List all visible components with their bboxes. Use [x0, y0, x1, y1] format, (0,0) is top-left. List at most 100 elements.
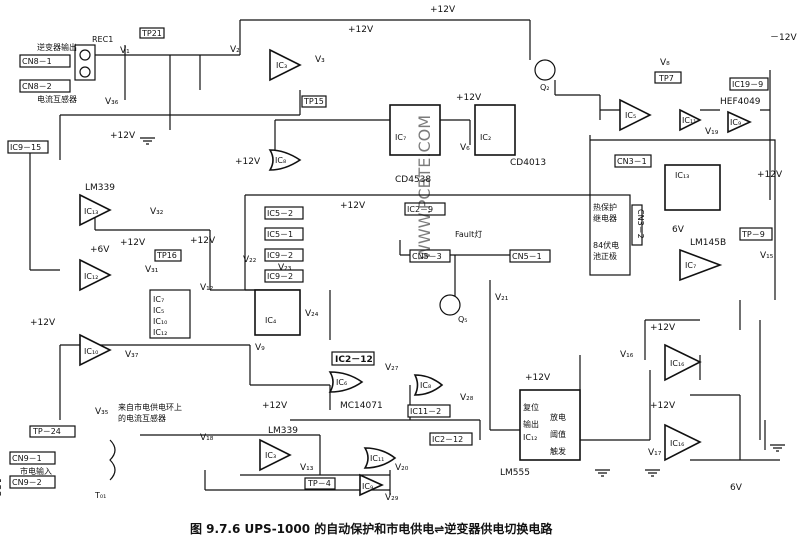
- cn8-2-label: CN8－2: [22, 82, 52, 91]
- ic11-2-label: IC11－2: [410, 407, 441, 416]
- node-v6: V₆: [460, 143, 470, 153]
- ic11-or-gate: IC₁₁ V₂₀: [363, 447, 409, 473]
- ic3-lm339-bottom: IC₃ LM339 V₁₈ V₁₃ +12V: [200, 401, 314, 473]
- supply-m12: －12V: [770, 33, 797, 43]
- svg-text:IC₉: IC₉: [730, 118, 741, 127]
- ic12-lm555: 复位 输出 IC₁₂ 放电 阈值 触发 LM555 +12V: [500, 373, 581, 478]
- svg-text:IC₁₁: IC₁₁: [682, 116, 696, 125]
- svg-text:IC₃: IC₃: [265, 451, 276, 460]
- supply-p12-555: +12V: [525, 373, 551, 383]
- tp9-label: TP－9: [741, 230, 765, 239]
- hef4049-label: HEF4049: [720, 97, 761, 107]
- ic8-gate: IC₈ +12V: [235, 149, 302, 171]
- node-v2: V₂: [230, 45, 240, 55]
- cd4538-label: CD4538: [395, 175, 431, 185]
- overheat-relay-box: 热保护 继电器 84伏电 池正极: [589, 194, 631, 276]
- node-v3: V₃: [315, 55, 325, 65]
- supply-m6: +12V: [30, 318, 56, 328]
- svg-text:IC₁₀: IC₁₀: [153, 317, 167, 326]
- node-v8: V₈: [660, 58, 670, 68]
- ground-symbols: [140, 137, 785, 477]
- cn8-1-label: CN8－1: [22, 57, 52, 66]
- supply-p12-ic16a: +12V: [650, 323, 676, 333]
- tp7-label: TP7: [658, 74, 674, 83]
- ic-list-box: IC₇ IC₅ IC₁₀ IC₁₂: [149, 289, 191, 339]
- ic11-inverter: IC₁₁: [679, 108, 702, 132]
- node-v12: V₁₂: [200, 283, 214, 293]
- ic5-comparator: IC₅: [619, 98, 652, 132]
- node-v24: V₂₄: [305, 309, 319, 319]
- ic13-optocoupler: IC₁₃: [664, 164, 721, 211]
- ic7-cd4538: IC₇ CD4538: [389, 104, 441, 185]
- svg-text:IC₈: IC₈: [420, 381, 431, 390]
- ic8-output-gate: IC₈: [413, 374, 444, 396]
- svg-text:IC9－2: IC9－2: [267, 251, 293, 260]
- tp24-label: TP－24: [32, 427, 61, 436]
- node-v37: V₃₇: [125, 350, 139, 360]
- wiring: [29, 19, 780, 495]
- ic6-or-gate: IC₆ MC14071: [328, 371, 383, 411]
- svg-text:IC₁₁: IC₁₁: [370, 454, 384, 463]
- svg-text:IC₅: IC₅: [625, 111, 636, 120]
- svg-text:IC₁₆: IC₁₆: [670, 439, 684, 448]
- node-v18: V₁₈: [200, 433, 214, 443]
- cd4013-label: CD4013: [510, 158, 546, 168]
- ic9-bottom-inverter: IC₉ V₂₉: [359, 473, 399, 503]
- supply-p12-left: +12V: [110, 131, 136, 141]
- mains-input-label: 市电输入: [20, 466, 52, 476]
- ic3-opamp: IC₃ V₂ V₃: [230, 45, 325, 82]
- supply-p12-top: +12V: [348, 25, 374, 35]
- node-v22: V₂₂: [243, 255, 257, 265]
- lm555-label: LM555: [500, 468, 530, 478]
- mains-ct-label2: 的电流互感器: [118, 413, 166, 423]
- svg-text:IC₁₂: IC₁₂: [84, 272, 98, 281]
- svg-text:输出: 输出: [523, 419, 539, 429]
- svg-text:IC₅: IC₅: [153, 306, 164, 315]
- svg-text:IC5－2: IC5－2: [267, 209, 293, 218]
- svg-text:放电: 放电: [550, 412, 566, 422]
- node-v19: V₁₉: [705, 127, 719, 137]
- svg-text:IC₉: IC₉: [362, 482, 373, 491]
- ic19-9-label: IC19－9: [732, 80, 763, 89]
- svg-text:IC₁₃: IC₁₃: [675, 171, 689, 180]
- node-v9: V₉: [255, 343, 265, 353]
- svg-text:阈值: 阈值: [550, 429, 566, 439]
- svg-text:IC5－1: IC5－1: [267, 230, 293, 239]
- ic10-comparator: IC₁₀ +12V V₃₇: [30, 318, 139, 367]
- t01-label: T₀₁: [94, 491, 106, 500]
- tp21-label: TP21: [141, 29, 162, 38]
- supply-p6: +6V: [90, 245, 110, 255]
- svg-text:IC₇: IC₇: [395, 133, 406, 142]
- ic2-12-box: IC2－12: [331, 351, 375, 366]
- node-v1: V₁: [120, 46, 130, 56]
- tp15-label: TP15: [303, 97, 324, 106]
- cn9-1-label: CN9－1: [12, 454, 42, 463]
- node-v13: V₁₃: [300, 463, 314, 473]
- rec1-label: REC1: [92, 35, 113, 44]
- node-v31: V₃₁: [145, 265, 159, 275]
- supply-p12-ic16b: +12V: [650, 401, 676, 411]
- connector-boxes-mid: IC5－2 IC5－1 IC9－2 IC9－2 IC2－9: [264, 202, 446, 283]
- svg-text:IC₃: IC₃: [276, 61, 287, 70]
- svg-text:IC₁₀: IC₁₀: [84, 347, 98, 356]
- ic9-15-label: IC9－15: [10, 143, 41, 152]
- node-v16: V₁₆: [620, 350, 634, 360]
- supply-p12-mid: +12V: [456, 93, 482, 103]
- node-v17: V₁₇: [648, 448, 662, 458]
- ic2-cd4013: IC₂ CD4013 V₆: [460, 104, 546, 168]
- svg-text:IC₁₆: IC₁₆: [670, 359, 684, 368]
- svg-text:池正极: 池正极: [593, 251, 617, 261]
- supply-6v: 6V: [672, 225, 685, 235]
- ic7-lm145b: IC₇ LM145B: [679, 238, 726, 282]
- supply-p12-ic8: +12V: [235, 157, 261, 167]
- ic2-12-label: IC2－12: [432, 435, 463, 444]
- svg-text:IC9－2: IC9－2: [267, 272, 293, 281]
- svg-text:Q₅: Q₅: [458, 315, 468, 324]
- node-v36: V₃₆: [105, 97, 119, 107]
- q5-transistor: Q₅: [439, 294, 468, 324]
- ic16-comparator-top: IC₁₆ +12V V₁₆: [620, 323, 702, 382]
- svg-text:IC₈: IC₈: [275, 156, 286, 165]
- page-side-number: 123: [0, 478, 2, 498]
- supply-p12-lm339b: +12V: [262, 401, 288, 411]
